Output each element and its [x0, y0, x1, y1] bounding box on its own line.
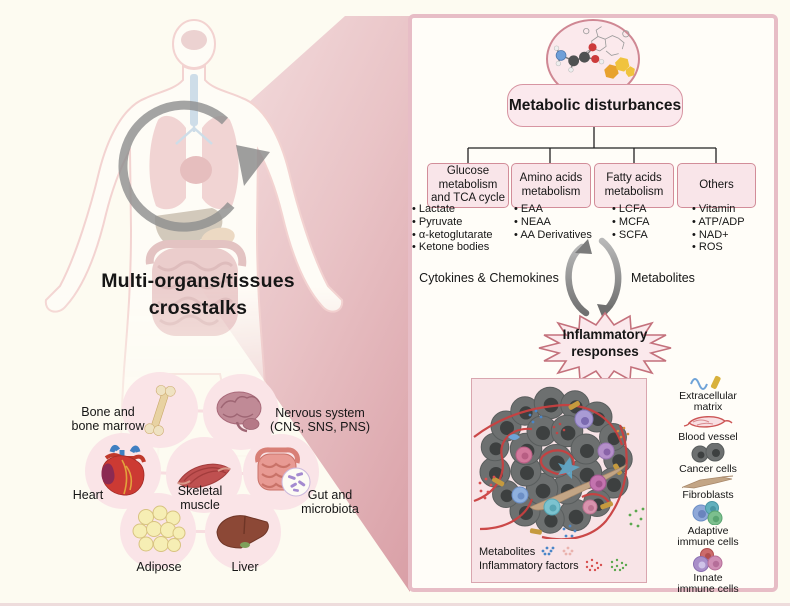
tumor-microenvironment-box: Metabolites Inflammatory factors: [471, 378, 647, 583]
brain-icon: [216, 391, 262, 433]
bottom-edge-strip: [0, 603, 790, 606]
list-item: α-ketoglutarate: [412, 229, 493, 242]
tree-connectors: [467, 127, 717, 164]
legend-item-cancer: Cancer cells: [679, 443, 737, 475]
organ-circle-adipose: [120, 493, 196, 569]
legend-item-adaptive: Adaptive immune cells: [677, 501, 739, 548]
innate-immune-cells-icon: [693, 548, 723, 572]
category-box-glucose: Glucose metabolism and TCA cycle: [427, 163, 509, 208]
heart-icon: [101, 444, 146, 496]
adipose-icon: [132, 505, 186, 552]
organ-label-bone: Bone and bone marrow: [71, 405, 145, 433]
category-box-others: Others: [677, 163, 756, 208]
list-item: LCFA: [612, 203, 649, 216]
organ-label-liver: Liver: [231, 560, 259, 574]
green-factor-dots-icon: [610, 558, 627, 572]
immune-cells: [508, 409, 615, 516]
blue-metabolite-dots-icon: [541, 546, 555, 556]
category-box-amino: Amino acids metabolism: [511, 163, 591, 208]
pink-metabolite-dots-icon: [562, 546, 574, 556]
list-item: EAA: [514, 203, 592, 216]
inflammatory-starburst: [538, 311, 672, 385]
left-title-line1: Multi-organs/tissues: [101, 270, 295, 292]
skeletal-muscle-icon: [177, 463, 231, 488]
organ-label-heart: Heart: [72, 488, 104, 502]
liver-icon: [216, 515, 269, 549]
lung-left-faint: [149, 115, 186, 210]
list-item: Lactate: [412, 203, 493, 216]
lung-right-faint: [202, 115, 239, 210]
glucose-metabolite-list: Lactate Pyruvate α-ketoglutarate Ketone …: [412, 203, 493, 254]
red-factor-dots-icon: [585, 558, 602, 572]
metabolites-key-label: Metabolites: [479, 545, 536, 558]
metabolic-disturbances-label: Metabolic disturbances: [508, 96, 682, 114]
inflammatory-responses-label: Inflammatory responses: [562, 327, 648, 359]
amino-metabolite-list: EAA NEAA AA Derivatives: [514, 203, 592, 241]
legend-item-innate: Innate immune cells: [677, 548, 739, 595]
organ-circle-liver: [205, 494, 281, 570]
organ-label-muscle: Skeletal muscle: [177, 484, 223, 512]
cancer-cells-icon: [691, 443, 725, 463]
tumor-legend: Extracellular matrix Blood vessel Cancer…: [649, 374, 767, 595]
lipid-hexagons: [604, 57, 635, 79]
legend-item-ecm: Extracellular matrix: [679, 374, 737, 413]
list-item: Vitamin: [692, 203, 745, 216]
trachea-faint: [190, 74, 198, 126]
metabolic-disturbances-box: Metabolic disturbances: [507, 84, 683, 127]
list-item: MCFA: [612, 216, 650, 229]
cycle-arrows: [565, 237, 622, 319]
metabolite-dot-clusters: [478, 409, 645, 538]
legend-item-fibroblast: Fibroblasts: [682, 475, 734, 501]
category-box-fatty: Fatty acids metabolism: [594, 163, 674, 208]
legend-item-vessel: Blood vessel: [678, 413, 738, 443]
inflammatory-factors-key-row: Inflammatory factors: [479, 558, 629, 573]
ecm-fragments: [492, 401, 622, 535]
left-title-line2: crosstalks: [148, 297, 248, 319]
list-item: SCFA: [612, 229, 649, 242]
tumor-illustration: [473, 386, 645, 541]
gut-microbiota-icon: [255, 447, 311, 497]
rotation-arrow: [118, 100, 270, 232]
list-item: Pyruvate: [412, 216, 493, 229]
bone-icon: [144, 385, 176, 436]
brain-faint: [181, 30, 207, 50]
list-item: Ketone bodies: [412, 241, 493, 254]
extracellular-matrix-icon: [690, 375, 721, 390]
blood-vessel-icon: [683, 416, 733, 428]
list-item: NEAA: [514, 216, 592, 229]
metabolites-key-row: Metabolites: [479, 545, 577, 558]
heart-faint: [180, 156, 212, 184]
list-item: NAD+: [692, 229, 745, 242]
list-item: ROS: [692, 241, 745, 254]
list-item: AA Derivatives: [514, 229, 592, 242]
fatty-metabolite-list: LCFA MCFA SCFA: [612, 203, 650, 242]
fibroblasts-icon: [682, 475, 734, 489]
adaptive-immune-cells-icon: [692, 501, 723, 525]
organ-label-nervous: Nervous system (CNS, SNS, PNS): [269, 406, 371, 434]
organ-label-adipose: Adipose: [136, 560, 182, 574]
left-title: Multi-organs/tissues crosstalks: [101, 268, 295, 322]
list-item: ATP/ADP: [692, 216, 744, 229]
molecule-icon: [553, 26, 635, 79]
organ-label-gut: Gut and microbiota: [301, 488, 359, 516]
metabolites-label: Metabolites: [631, 271, 695, 285]
inflammatory-factors-key-label: Inflammatory factors: [479, 559, 579, 572]
cytokines-chemokines-label: Cytokines & Chemokines: [419, 271, 559, 285]
others-metabolite-list: Vitamin ATP/ADP NAD+ ROS: [692, 203, 745, 254]
